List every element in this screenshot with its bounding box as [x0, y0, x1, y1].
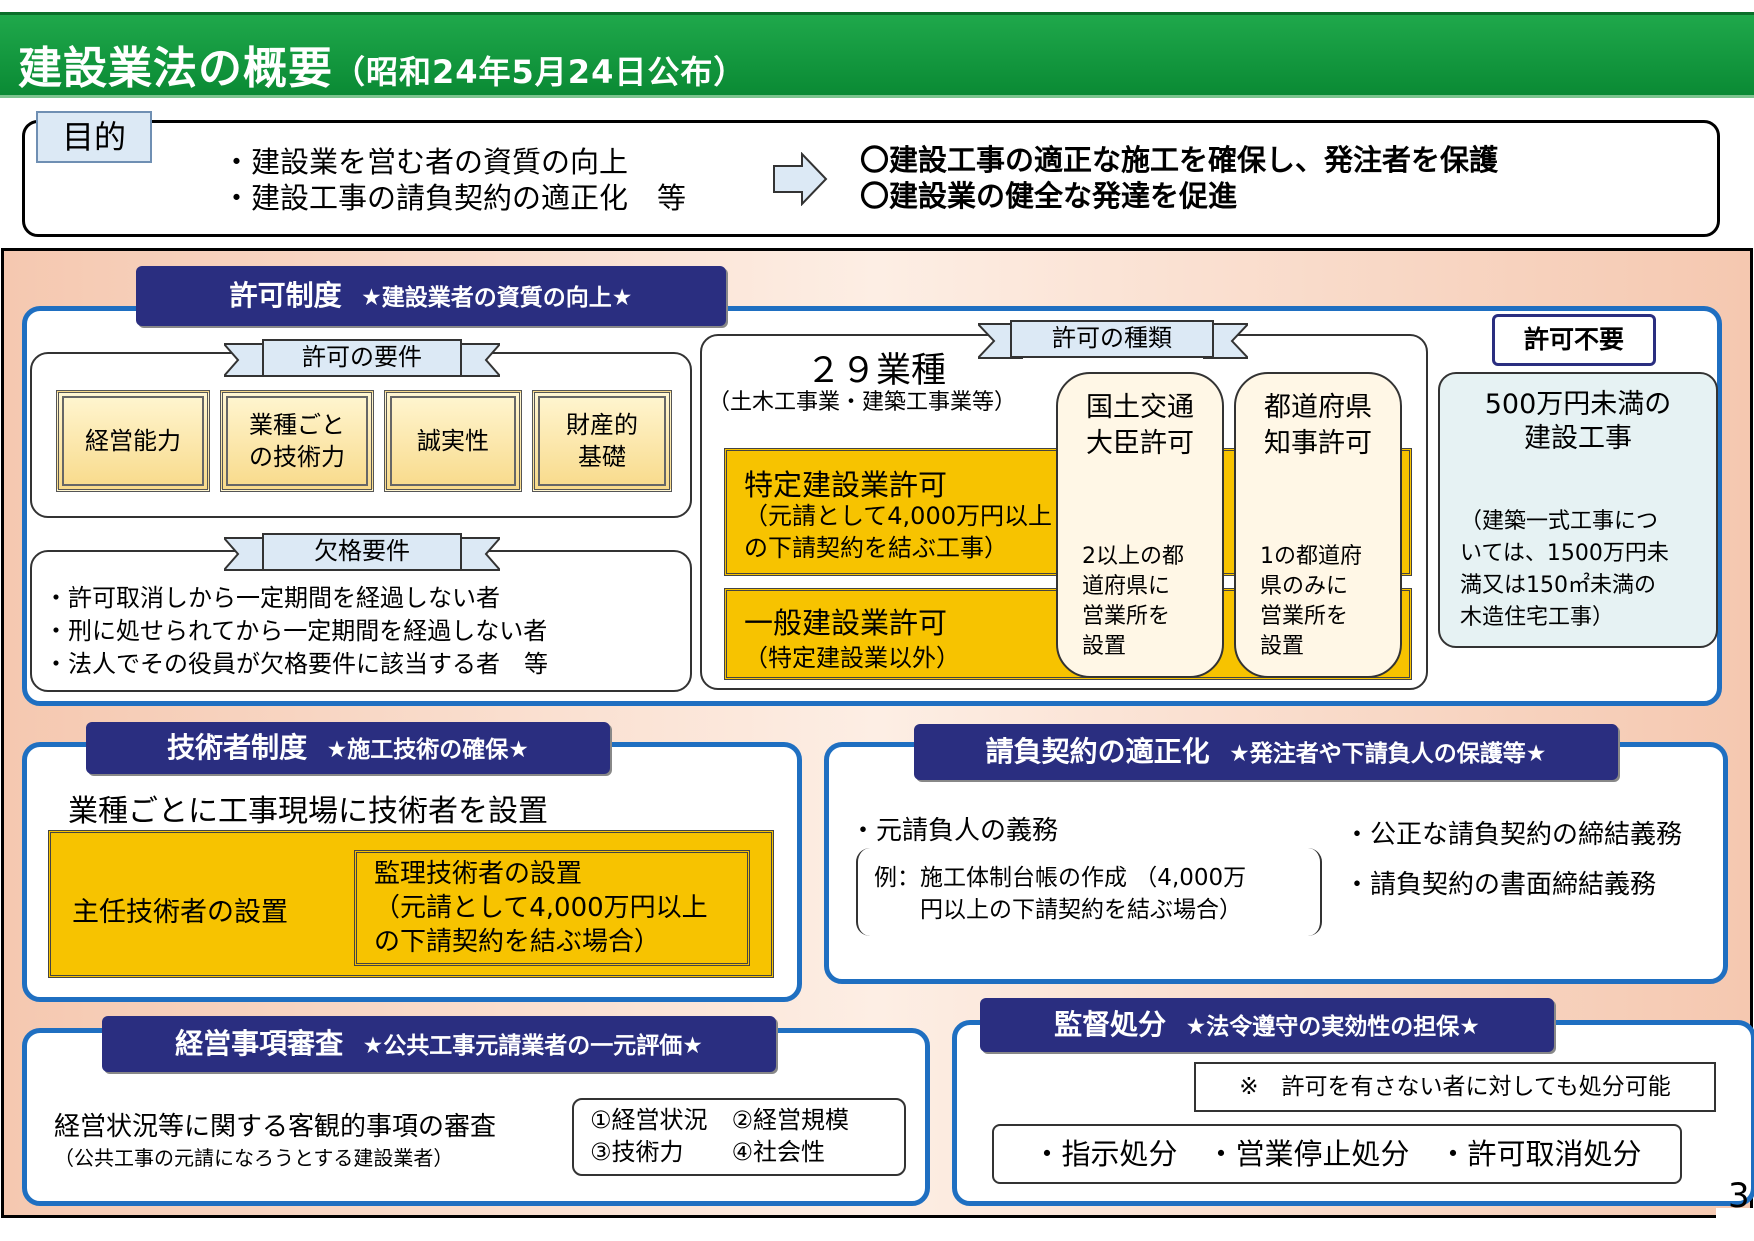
purpose-right-item: 〇建設工事の適正な施工を確保し、発注者を保護 [860, 143, 1499, 177]
review-items: ①経営状況 ②経営規模 ③技術力 ④社会性 [590, 1106, 850, 1166]
minister-license-title: 国土交通 大臣許可 [1086, 392, 1194, 459]
review-head-title: 経営事項審査 [175, 1027, 344, 1060]
requirement-card: 業種ごと の技術力 [220, 390, 374, 492]
page-title-main: 建設業法の概要 [18, 43, 333, 94]
review-items-box [572, 1098, 906, 1176]
requirement-card: 誠実性 [384, 390, 522, 492]
disqualification-ribbon: 欠格要件 [262, 533, 462, 571]
contract-right-item: ・請負契約の書面締結義務 [1344, 870, 1657, 900]
license-head-title: 許可制度 [229, 279, 342, 312]
page-title: 建設業法の概要（昭和24年5月24日公布） [18, 32, 746, 96]
supervision-head-title: 監督処分 [1054, 1008, 1167, 1041]
contract-head-sub: ★発注者や下請負人の保護等★ [1229, 741, 1547, 767]
purpose-right-item: 〇建設業の健全な発達を促進 [860, 179, 1238, 213]
contract-example-bracket [856, 848, 1322, 936]
supervisor-engineer-box [354, 850, 750, 966]
contract-example: 例：施工体制台帳の作成 （4,000万 円以上の下請契約を結ぶ場合） [874, 865, 1247, 923]
review-section-head: 経営事項審査 ★公共工事元請業者の一元評価★ [102, 1016, 776, 1072]
engineer-section-head: 技術者制度 ★施工技術の確保★ [86, 722, 610, 774]
purpose-right-list: 〇建設工事の適正な施工を確保し、発注者を保護 〇建設業の健全な発達を促進 [860, 142, 1498, 214]
industry-count: ２９業種 [806, 351, 947, 391]
ribbon-wings [224, 537, 500, 571]
title-bar [0, 12, 1754, 98]
supervision-items: ・指示処分 ・営業停止処分 ・許可取消処分 [992, 1124, 1682, 1184]
not-required-note: （建築一式工事につ いては、1500万円未 満又は150㎡未満の 木造住宅工事） [1460, 509, 1669, 630]
page-title-sub: （昭和24年5月24日公布） [333, 53, 747, 91]
engineer-head-title: 技術者制度 [167, 731, 308, 764]
engineer-head-sub: ★施工技術の確保★ [326, 737, 529, 763]
license-types-ribbon: 許可の種類 [1010, 320, 1214, 358]
purpose-tag: 目的 [36, 111, 152, 163]
review-line: 経営状況等に関する客観的事項の審査 [54, 1112, 497, 1142]
contract-section-head: 請負契約の適正化 ★発注者や下請負人の保護等★ [914, 724, 1618, 780]
governor-license-title: 都道府県 知事許可 [1264, 392, 1372, 459]
engineer-gold-band [48, 830, 774, 978]
general-license-desc: （特定建設業以外） [744, 644, 960, 672]
supervision-note: ※ 許可を有さない者に対しても処分可能 [1194, 1062, 1716, 1112]
special-license-desc: （元請として4,000万円以上 の下請契約を結ぶ工事） [744, 502, 1052, 562]
purpose-left-item: ・建設工事の請負契約の適正化 等 [222, 181, 687, 215]
disqualification-list: ・許可取消しから一定期間を経過しない者 ・刑に処せられてから一定期間を経過しない… [44, 582, 548, 681]
disqualification-item: ・許可取消しから一定期間を経過しない者 [44, 584, 500, 612]
supervisor-engineer: 監理技術者の設置 （元請として4,000万円以上 の下請契約を結ぶ場合） [374, 859, 708, 957]
not-required-title: 500万円未満の 建設工事 [1484, 389, 1672, 454]
contract-right-list: ・公正な請負契約の締結義務 ・請負契約の書面締結義務 [1344, 810, 1682, 910]
contract-left-title: ・元請負人の義務 [850, 816, 1059, 846]
disqualification-item: ・刑に処せられてから一定期間を経過しない者 [44, 617, 548, 645]
requirement-card: 財産的 基礎 [532, 390, 672, 492]
requirements-ribbon: 許可の要件 [262, 339, 462, 377]
page-number-bg [1716, 1208, 1754, 1241]
not-required-tag: 許可不要 [1492, 314, 1656, 366]
license-head-sub: ★建設業者の資質の向上★ [361, 285, 633, 311]
license-section-head: 許可制度 ★建設業者の資質の向上★ [136, 266, 726, 326]
supervision-section-head: 監督処分 ★法令遵守の実効性の担保★ [980, 998, 1554, 1052]
industry-count-note: （土木工事業・建築工事業等） [708, 390, 1017, 415]
engineer-line: 業種ごとに工事現場に技術者を設置 [68, 794, 548, 829]
page-number: 3 [1728, 1176, 1750, 1216]
minister-license-desc: 2以上の都 道府県に 営業所を 設置 [1082, 544, 1184, 659]
ribbon-wings [224, 343, 500, 377]
purpose-left-item: ・建設業を営む者の資質の向上 [222, 145, 629, 179]
chief-engineer: 主任技術者の設置 [72, 897, 288, 928]
review-head-sub: ★公共工事元請業者の一元評価★ [362, 1033, 703, 1059]
review-note: （公共工事の元請になろうとする建設業者） [54, 1146, 454, 1170]
supervision-head-sub: ★法令遵守の実効性の担保★ [1185, 1014, 1480, 1040]
requirement-card: 経営能力 [56, 390, 210, 492]
disqualification-box [30, 550, 692, 692]
minister-license-pill [1056, 372, 1224, 678]
contract-head-title: 請負契約の適正化 [985, 735, 1210, 768]
special-license-title: 特定建設業許可 [744, 468, 948, 502]
purpose-box [22, 120, 1720, 237]
governor-license-desc: 1の都道府 県のみに 営業所を 設置 [1260, 544, 1362, 659]
purpose-left-list: ・建設業を営む者の資質の向上 ・建設工事の請負契約の適正化 等 [222, 144, 686, 216]
general-license-title: 一般建設業許可 [744, 606, 948, 640]
right-arrow-icon [773, 152, 828, 206]
disqualification-item: ・法人でその役員が欠格要件に該当する者 等 [44, 650, 548, 678]
contract-right-item: ・公正な請負契約の締結義務 [1344, 820, 1683, 850]
not-required-box [1438, 372, 1718, 648]
governor-license-pill [1234, 372, 1402, 678]
